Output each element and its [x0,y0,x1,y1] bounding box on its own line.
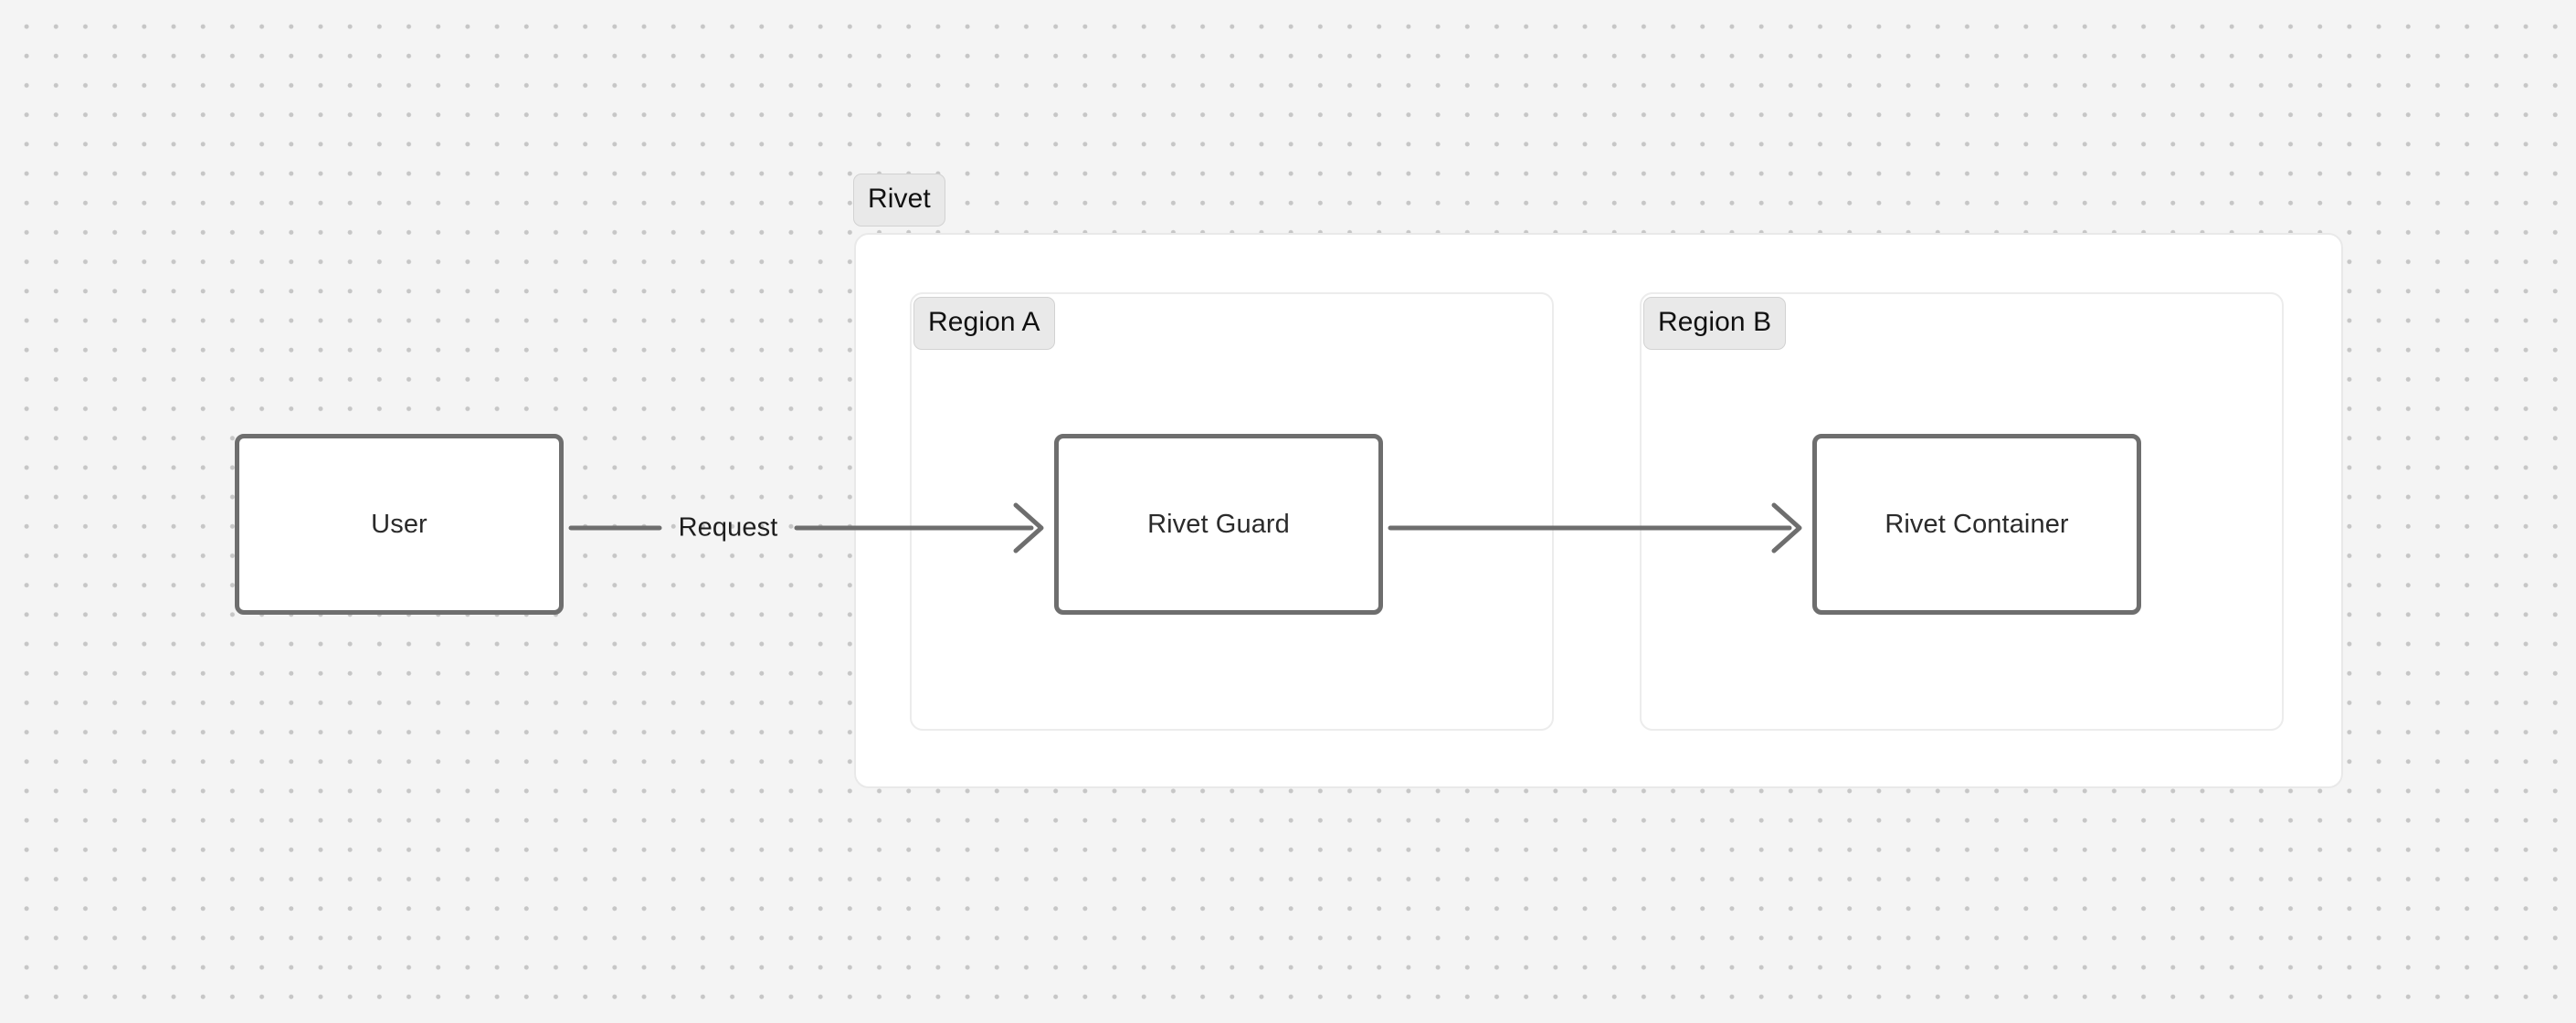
node-user[interactable]: User [235,434,564,615]
edge-label-request: Request [678,512,778,543]
node-rivet-guard[interactable]: Rivet Guard [1054,434,1383,615]
node-rivet-container-label: Rivet Container [1884,509,2069,539]
node-rivet-guard-label: Rivet Guard [1147,509,1290,539]
group-label-rivet[interactable]: Rivet [853,174,945,227]
node-user-label: User [371,509,428,539]
group-label-region-a-text: Region A [928,307,1040,337]
node-rivet-container[interactable]: Rivet Container [1812,434,2141,615]
group-label-region-a[interactable]: Region A [913,297,1055,350]
group-label-rivet-text: Rivet [868,184,931,214]
group-label-region-b-text: Region B [1658,307,1772,337]
group-label-region-b[interactable]: Region B [1643,297,1787,350]
